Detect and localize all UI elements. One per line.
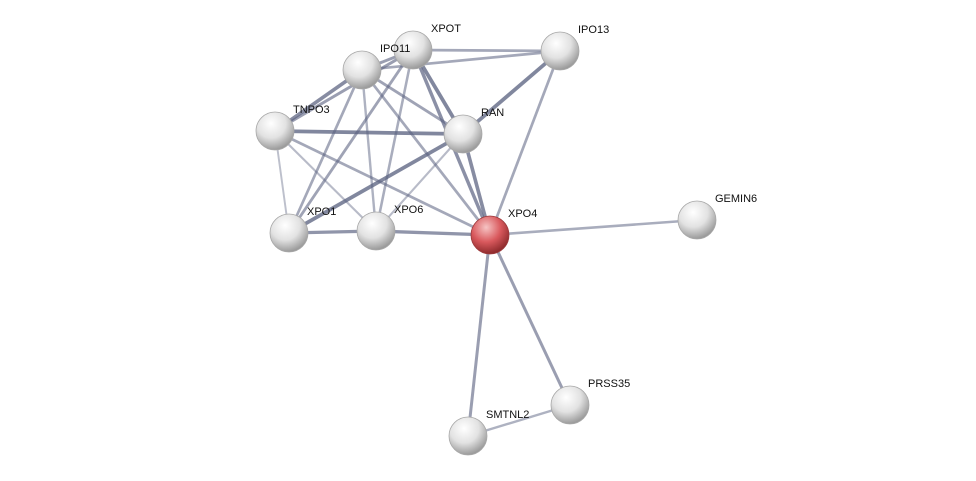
node-label: IPO13 [578,24,609,36]
edge-ran-xpo6[interactable] [375,133,464,232]
node-ipo11[interactable]: IPO11 [342,43,410,90]
edge-ipo11-xpo4[interactable] [360,69,492,236]
edge-ran-ipo13[interactable] [461,49,562,136]
edge-ipo11-ran[interactable] [361,68,464,136]
edge-xpo4-smtnl2[interactable] [466,234,492,437]
edge-ipo11-ipo13[interactable] [361,49,561,72]
node-xpo4[interactable]: XPO4 [470,208,537,255]
node-label: SMTNL2 [486,409,529,421]
edge-ran-xpo1[interactable] [288,132,464,235]
node-smtnl2[interactable]: SMTNL2 [448,409,529,456]
node-sphere[interactable] [269,213,309,253]
node-label: XPO1 [307,206,336,218]
node-label: GEMIN6 [715,193,757,205]
node-sphere[interactable] [448,416,488,456]
node-label: XPOT [431,23,461,35]
node-label: TNPO3 [293,104,330,116]
node-xpo6[interactable]: XPO6 [356,204,423,251]
node-gemin6[interactable]: GEMIN6 [677,193,757,240]
edge-xpot-ipo13[interactable] [412,48,561,53]
node-sphere[interactable] [255,111,295,151]
edge-ipo11-xpo1[interactable] [287,69,364,234]
node-xpot[interactable]: XPOT [393,23,461,70]
node-sphere[interactable] [443,114,483,154]
node-ipo13[interactable]: IPO13 [540,24,609,71]
edge-xpo4-gemin6[interactable] [489,218,698,237]
node-xpo1[interactable]: XPO1 [269,206,336,253]
node-sphere[interactable] [470,215,510,255]
node-sphere[interactable] [677,200,717,240]
node-label: PRSS35 [588,378,630,390]
node-sphere[interactable] [393,30,433,70]
node-label: IPO11 [380,43,410,55]
node-sphere[interactable] [550,385,590,425]
node-sphere[interactable] [342,50,382,90]
edge-xpot-xpo6[interactable] [374,49,415,232]
node-sphere[interactable] [356,211,396,251]
edge-xpo4-prss35[interactable] [488,234,572,406]
node-label: XPO6 [394,204,423,216]
edge-ipo11-xpo6[interactable] [360,69,378,232]
node-ran[interactable]: RAN [443,107,504,154]
edge-xpot-xpo1[interactable] [287,49,415,234]
edge-tnpo3-xpo4[interactable] [274,129,491,237]
edge-ipo13-xpo4[interactable] [488,50,562,236]
node-label: RAN [481,107,504,119]
node-sphere[interactable] [540,31,580,71]
node-prss35[interactable]: PRSS35 [550,378,630,425]
node-tnpo3[interactable]: TNPO3 [255,104,330,151]
edge-tnpo3-xpot[interactable] [274,48,414,133]
edge-tnpo3-ran[interactable] [274,129,464,136]
node-label: XPO4 [508,208,537,220]
